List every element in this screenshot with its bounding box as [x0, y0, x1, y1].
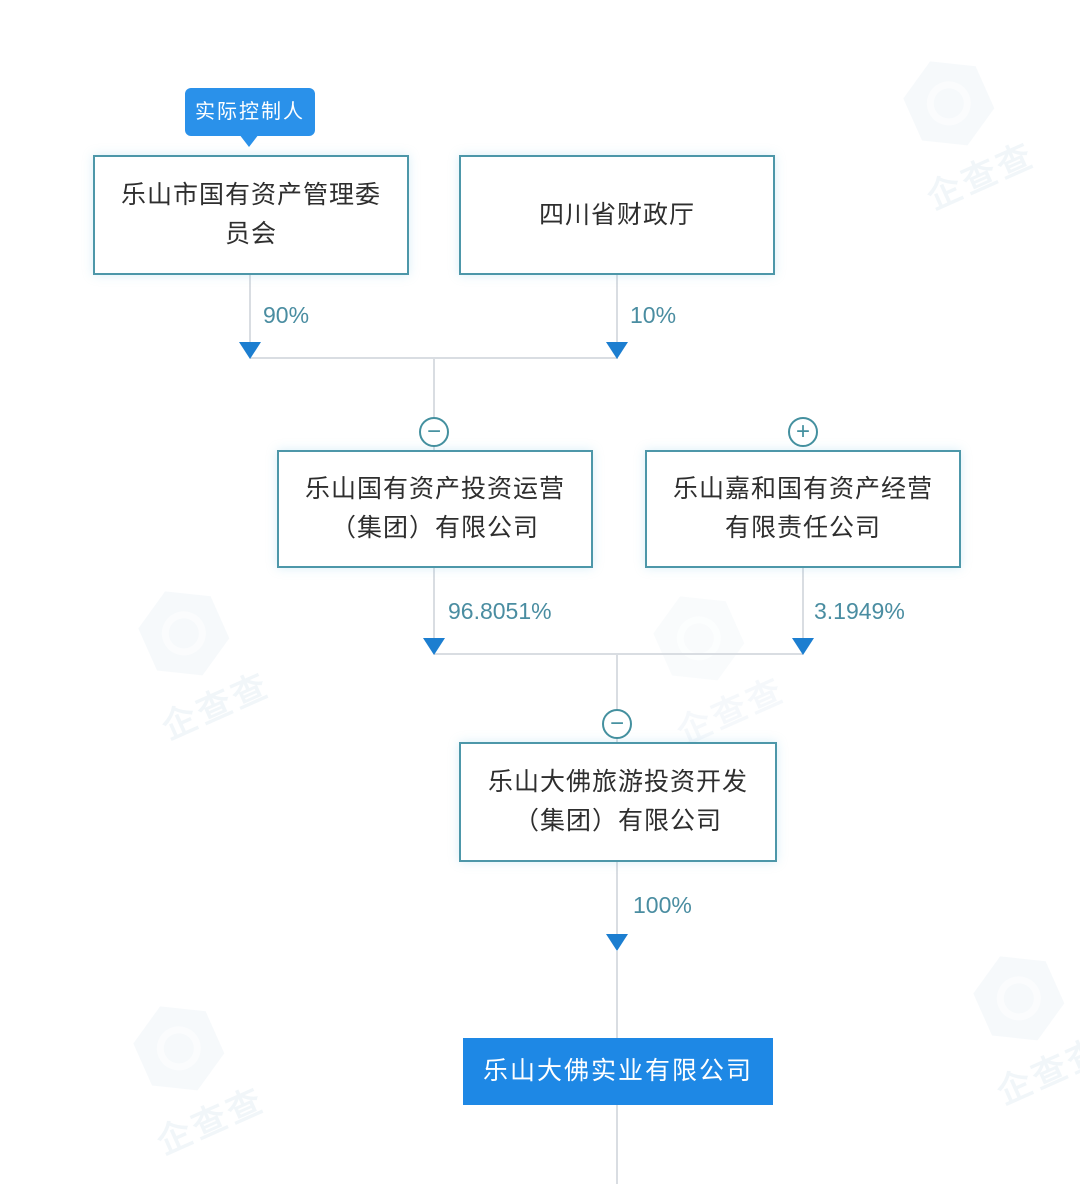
qichacha-logo-icon: [118, 988, 239, 1109]
watermark-text: 企查查: [156, 665, 277, 748]
actual-controller-badge: 实际控制人: [185, 88, 315, 136]
ownership-percent: 100%: [633, 892, 692, 918]
connector-line: [434, 653, 803, 655]
connector-line: [433, 568, 435, 640]
collapse-button[interactable]: −: [419, 417, 449, 447]
ownership-percent: 96.8051%: [448, 598, 552, 624]
company-name: 乐山嘉和国有资产经营有限责任公司: [673, 475, 934, 542]
ownership-percent: 3.1949%: [814, 598, 905, 624]
company-node-shareholder-1[interactable]: 乐山市国有资产管理委员会: [93, 155, 409, 275]
collapse-button[interactable]: −: [602, 709, 632, 739]
qichacha-logo-icon: [888, 43, 1009, 164]
connector-line: [249, 275, 251, 345]
company-name: 乐山市国有资产管理委员会: [121, 181, 382, 248]
ownership-percent: 90%: [263, 302, 310, 328]
company-name: 乐山大佛旅游投资开发（集团）有限公司: [487, 768, 748, 835]
qichacha-logo-icon: [638, 578, 759, 699]
badge-pointer: [239, 134, 259, 147]
company-node-intermediate-2[interactable]: 乐山嘉和国有资产经营有限责任公司: [645, 450, 961, 568]
company-node-focus[interactable]: 乐山大佛实业有限公司: [463, 1038, 773, 1105]
expand-button[interactable]: +: [788, 417, 818, 447]
watermark: 企查查: [73, 968, 306, 1180]
watermark: 企查查: [848, 25, 1072, 233]
company-name: 四川省财政厅: [538, 200, 695, 229]
company-node-shareholder-2[interactable]: 四川省财政厅: [459, 155, 775, 275]
arrow-down-icon: [606, 342, 628, 359]
connector-line: [616, 862, 618, 935]
company-name: 乐山国有资产投资运营（集团）有限公司: [305, 475, 566, 542]
connector-line: [433, 357, 435, 450]
company-node-intermediate-1[interactable]: 乐山国有资产投资运营（集团）有限公司: [277, 450, 593, 568]
connector-line: [616, 275, 618, 345]
qichacha-logo-icon: [958, 938, 1079, 1059]
connector-line: [802, 568, 804, 640]
connector-line: [616, 653, 618, 742]
watermark-text: 企查查: [151, 1080, 272, 1163]
arrow-down-icon: [239, 342, 261, 359]
minus-icon: −: [609, 710, 624, 737]
arrow-down-icon: [423, 638, 445, 655]
company-name: 乐山大佛实业有限公司: [482, 1057, 753, 1086]
connector-line: [616, 951, 618, 1038]
watermark: 企查查: [607, 564, 813, 763]
company-node-intermediate-3[interactable]: 乐山大佛旅游投资开发（集团）有限公司: [459, 742, 777, 862]
ownership-percent: 10%: [630, 302, 677, 328]
minus-icon: −: [426, 418, 441, 445]
connector-line: [616, 1105, 618, 1184]
watermark-text: 企查查: [921, 135, 1042, 218]
plus-icon: +: [795, 418, 810, 445]
arrow-down-icon: [606, 934, 628, 951]
arrow-down-icon: [792, 638, 814, 655]
watermark-text: 企查查: [991, 1030, 1080, 1113]
watermark: 企查查: [83, 555, 307, 763]
watermark: 企查查: [918, 920, 1080, 1128]
qichacha-logo-icon: [123, 573, 244, 694]
